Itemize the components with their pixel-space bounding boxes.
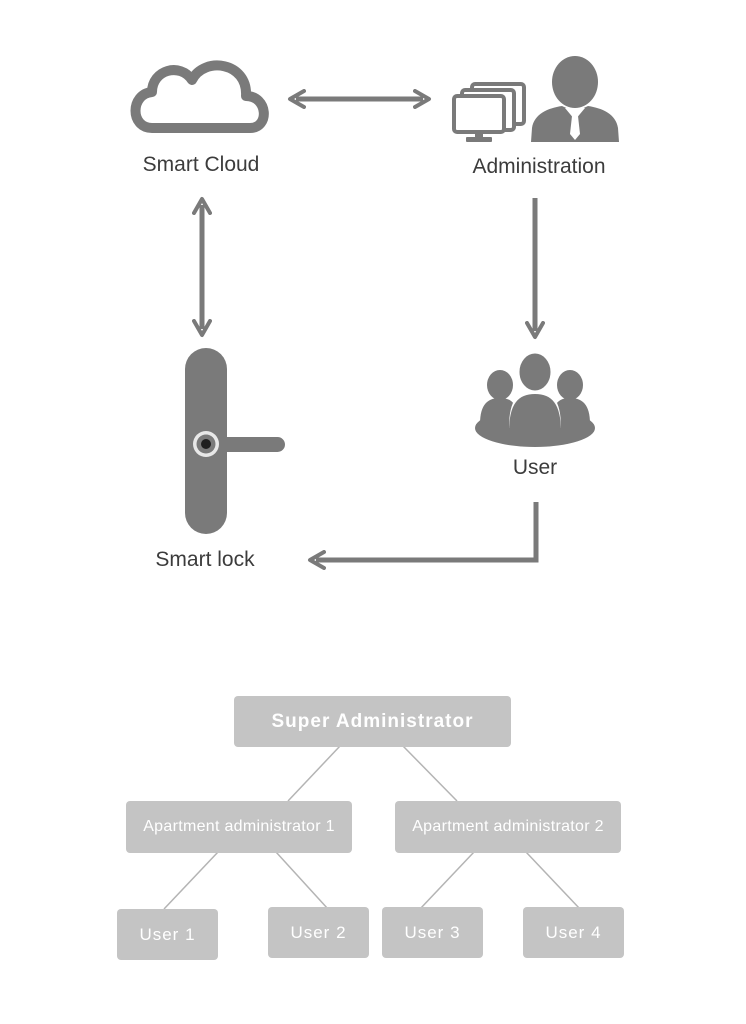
hierarchy-connectors — [163, 745, 581, 910]
user-3-box: User 3 — [382, 907, 483, 958]
user-4-box: User 4 — [523, 907, 624, 958]
arrow-user-lock — [308, 502, 539, 570]
computer-monitors-icon — [452, 82, 526, 142]
apartment-administrator-2-box: Apartment administrator 2 — [395, 801, 621, 853]
apartment-administrator-1-box: Apartment administrator 1 — [126, 801, 352, 853]
smart-cloud-label: Smart Cloud — [142, 153, 260, 176]
cloud-icon — [130, 60, 269, 133]
super-administrator-box: Super Administrator — [234, 696, 511, 747]
user-2-box: User 2 — [268, 907, 369, 958]
administrator-person-icon — [531, 56, 619, 142]
user-1-box: User 1 — [117, 909, 218, 960]
user-group-icon — [475, 350, 595, 447]
smart-lock-icon — [185, 348, 285, 534]
user-label: User — [512, 456, 558, 479]
smart-lock-label: Smart lock — [155, 548, 255, 571]
administration-label: Administration — [472, 155, 606, 178]
